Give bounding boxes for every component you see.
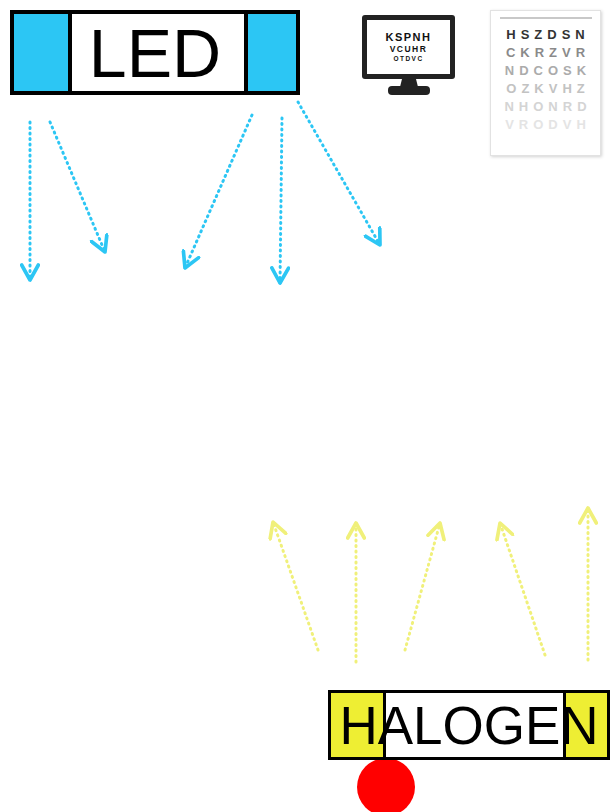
source-label: LED	[89, 19, 221, 87]
light-source-box: HALOGEN	[328, 690, 610, 760]
chart-row: OZKVHZ	[506, 82, 589, 95]
light-source-box: LED	[10, 10, 300, 95]
red-dot	[357, 758, 415, 812]
screen-row: OTDVC	[393, 56, 423, 63]
monitor-icon	[362, 15, 455, 95]
chart-row: VRODVH	[505, 118, 591, 131]
source-label: HALOGEN	[339, 699, 598, 752]
screen-row: VCUHR	[390, 45, 428, 54]
halogen-light-rays	[273, 508, 588, 662]
chart-row: CKRZVR	[506, 46, 590, 59]
eye-chart: HSZDSN CKRZVR NDCOSK OZKVHZ NHONRD VRODVH	[490, 10, 601, 156]
chart-row: HSZDSN	[506, 28, 589, 41]
chart-row: NDCOSK	[505, 64, 591, 77]
screen-row: KSPNH	[385, 32, 431, 43]
chart-row: NHONRD	[504, 100, 591, 113]
led-light-rays	[30, 102, 380, 283]
monitor-screen: KSPNH VCUHR OTDVC	[367, 20, 450, 74]
